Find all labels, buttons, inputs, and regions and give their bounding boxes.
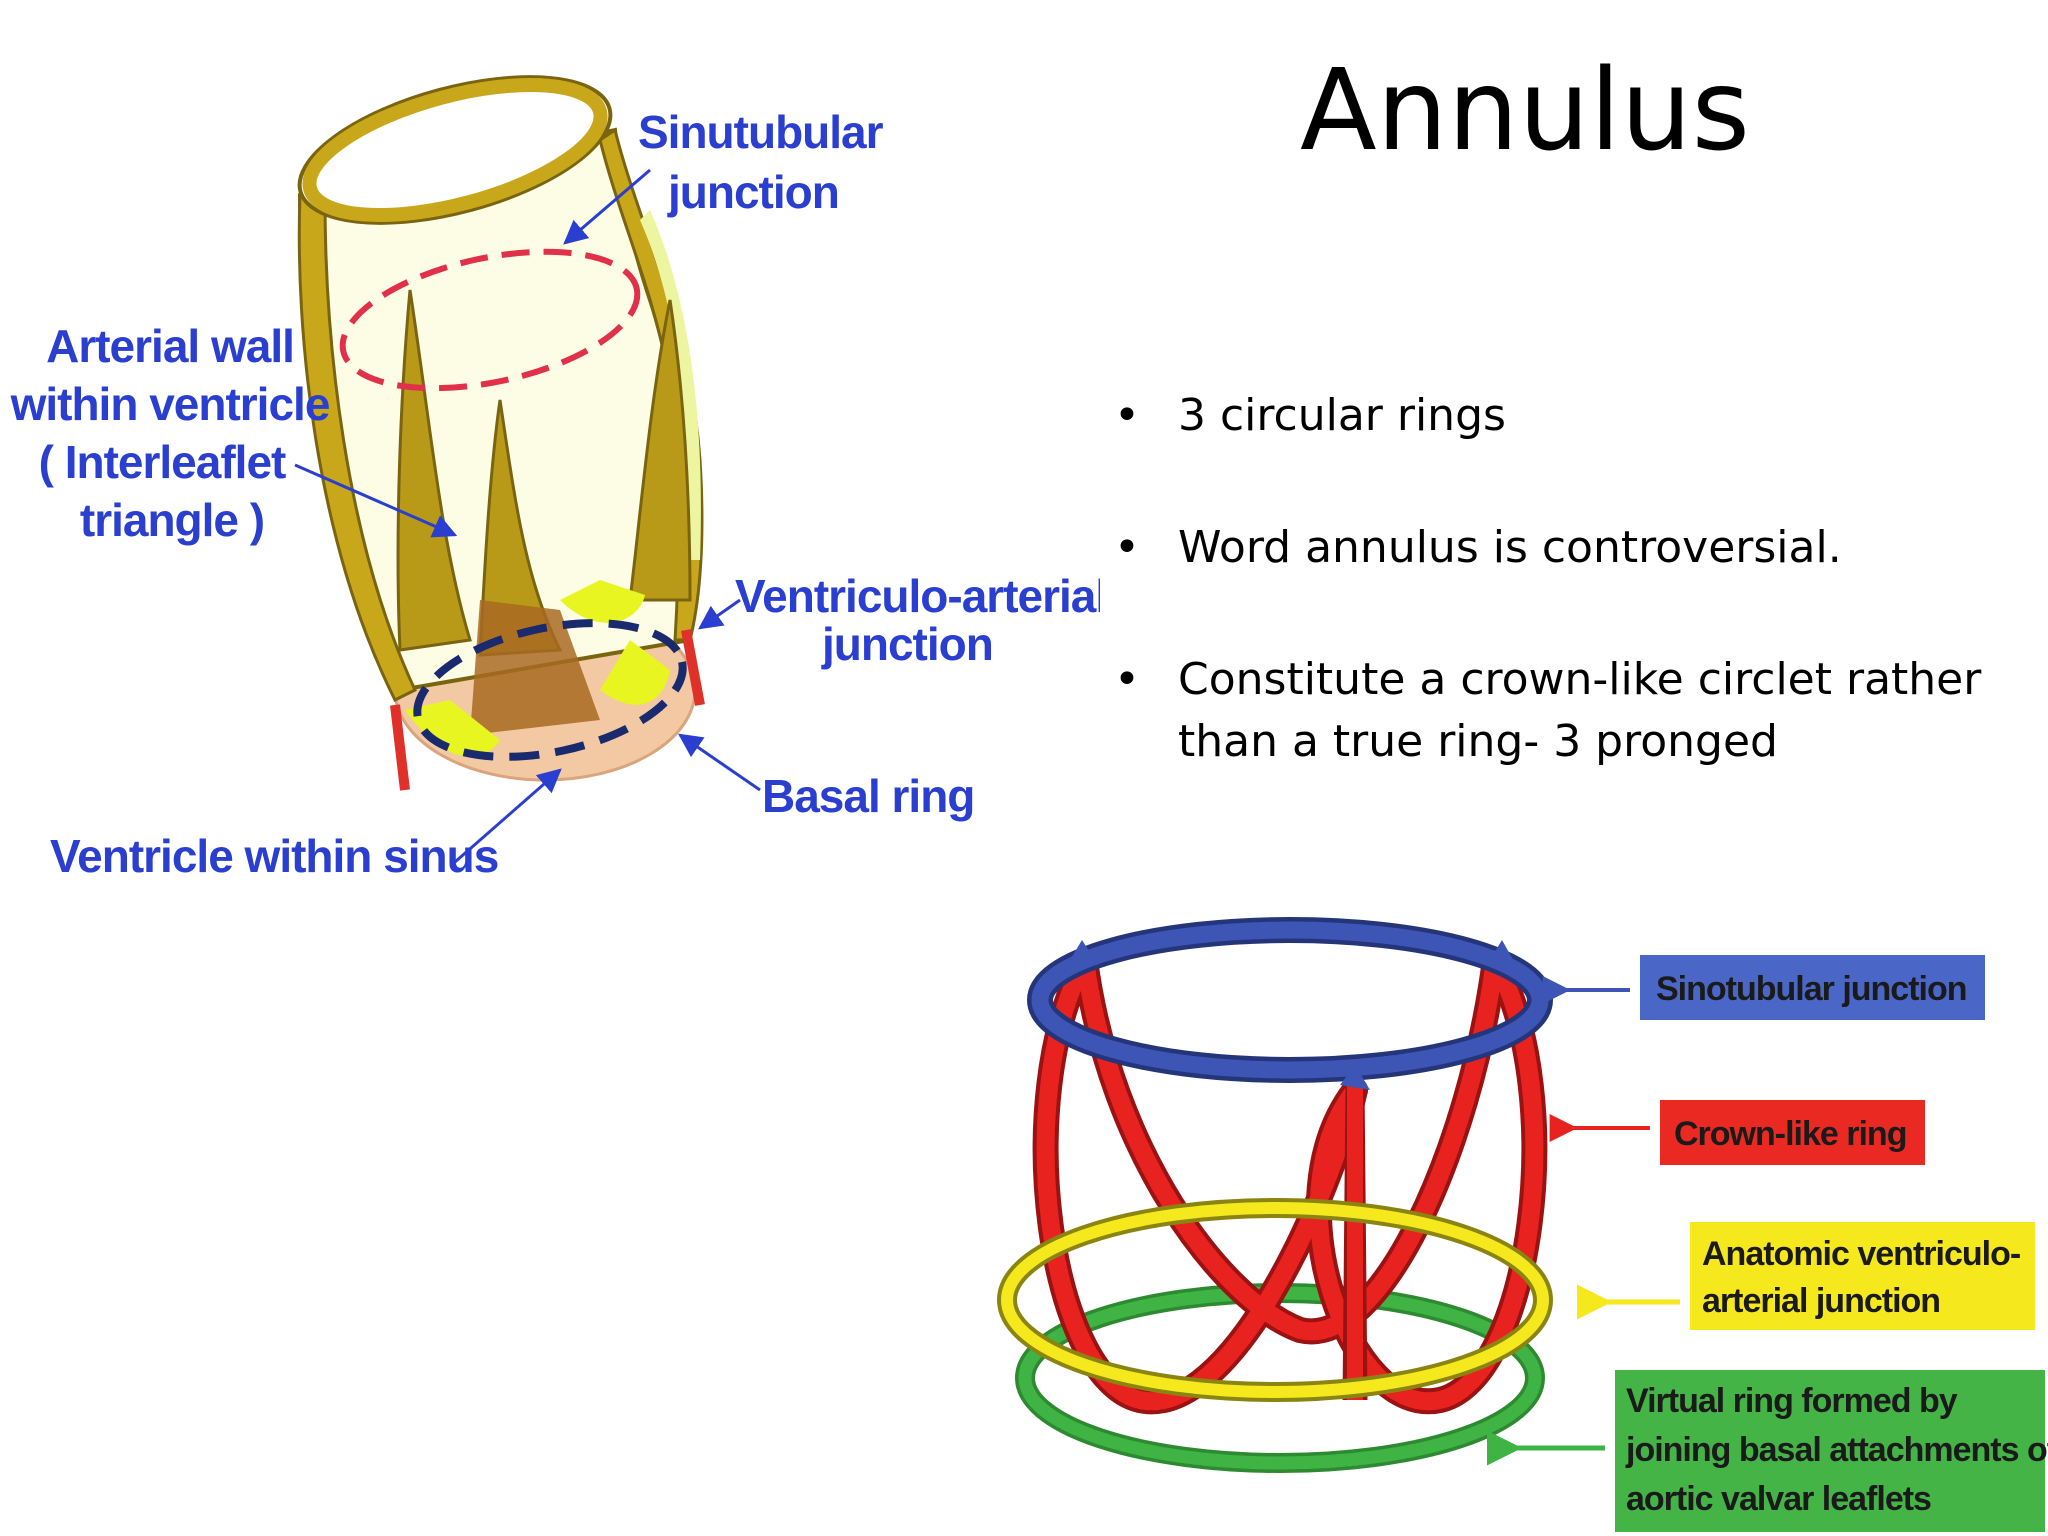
va-junction-mark xyxy=(681,629,705,706)
box-crown-text: Crown-like ring xyxy=(1674,1115,1906,1153)
green-virtual-ring-inner xyxy=(1018,1286,1542,1470)
va-junction-mark xyxy=(390,704,410,791)
box-va-text: arterial junction xyxy=(1702,1282,1940,1320)
bullet-dot: • xyxy=(1114,390,1140,441)
box-virtual-text: Virtual ring formed by xyxy=(1626,1382,1958,1420)
blue-ring-node xyxy=(1070,940,1098,965)
pointer-arrow xyxy=(563,168,651,245)
label-ventricle-within-sinus: Ventricle within sinus xyxy=(50,830,498,882)
sinutubular-dashed-ring xyxy=(339,248,641,392)
blue-ring-node xyxy=(1490,940,1516,965)
pointer-arrow xyxy=(698,598,741,630)
bullet-list: • 3 circular rings • Word annulus is con… xyxy=(1100,385,2000,843)
label-arterial-wall: Arterial wall xyxy=(46,320,294,372)
label-ventriculo-arterial-junction: junction xyxy=(821,618,993,670)
box-sinotubular xyxy=(1640,955,1985,1020)
blue-ring-node xyxy=(1340,1065,1370,1090)
yellow-va-ring xyxy=(997,1198,1553,1402)
label-sinutubular: Sinutubular xyxy=(638,106,884,158)
green-virtual-ring xyxy=(1015,1283,1545,1473)
right-wall-highlight xyxy=(640,210,701,560)
crown-ring xyxy=(1036,951,1544,1411)
bullet-dot: • xyxy=(1114,654,1140,705)
label-arterial-wall: ( Interleaflet xyxy=(39,436,286,488)
pointer-arrow xyxy=(294,463,458,538)
leaflet-center xyxy=(470,600,600,735)
box-virtual xyxy=(1615,1370,2045,1532)
interleaflet-triangle xyxy=(628,299,692,602)
yellow-va-ring-inner xyxy=(1001,1202,1549,1398)
leaflet-cusp xyxy=(405,700,500,757)
interleaflet-triangle xyxy=(396,289,472,652)
slide-title: Annulus xyxy=(1300,46,1751,176)
label-arterial-wall: triangle ) xyxy=(80,494,264,546)
box-va xyxy=(1690,1222,2035,1330)
basal-dashed-ring xyxy=(413,619,687,761)
top-ring-band xyxy=(302,77,608,223)
bullet-text: Word annulus is controversial. xyxy=(1178,522,1842,573)
bullet-dot: • xyxy=(1114,522,1140,573)
box-crown xyxy=(1660,1100,1925,1165)
leaflet-cusp xyxy=(600,640,670,705)
box-virtual-text: aortic valvar leaflets xyxy=(1626,1480,1931,1518)
box-va-text: Anatomic ventriculo- xyxy=(1702,1235,2020,1273)
pointer-arrow xyxy=(678,733,761,792)
blue-sinotubular-ring-inner xyxy=(1031,921,1549,1079)
aortic-root-diagram: Sinutubular junction Arterial wall withi… xyxy=(10,75,1100,882)
crown-prong xyxy=(1342,1084,1368,1401)
box-sinotubular-text: Sinotubular junction xyxy=(1656,970,1967,1008)
arterial-wall-left xyxy=(297,193,417,703)
pointer-arrow xyxy=(454,768,562,864)
bullet-item: • Constitute a crown-like circlet rather… xyxy=(1100,649,2000,773)
label-arterial-wall: within ventricle xyxy=(10,378,330,430)
leaflet-cusp xyxy=(560,580,645,623)
label-sinutubular-junction: junction xyxy=(667,166,839,218)
bullet-item: • 3 circular rings xyxy=(1100,385,2000,447)
blue-sinotubular-ring xyxy=(1027,917,1553,1083)
label-basal-ring: Basal ring xyxy=(762,770,974,822)
bullet-item: • Word annulus is controversial. xyxy=(1100,517,2000,579)
bullet-text: 3 circular rings xyxy=(1178,390,1506,441)
label-ventriculo-arterial: Ventriculo-arterial xyxy=(735,570,1100,622)
crown-ring-outline xyxy=(1032,947,1548,1415)
box-virtual-text: joining basal attachments of xyxy=(1625,1431,2048,1469)
